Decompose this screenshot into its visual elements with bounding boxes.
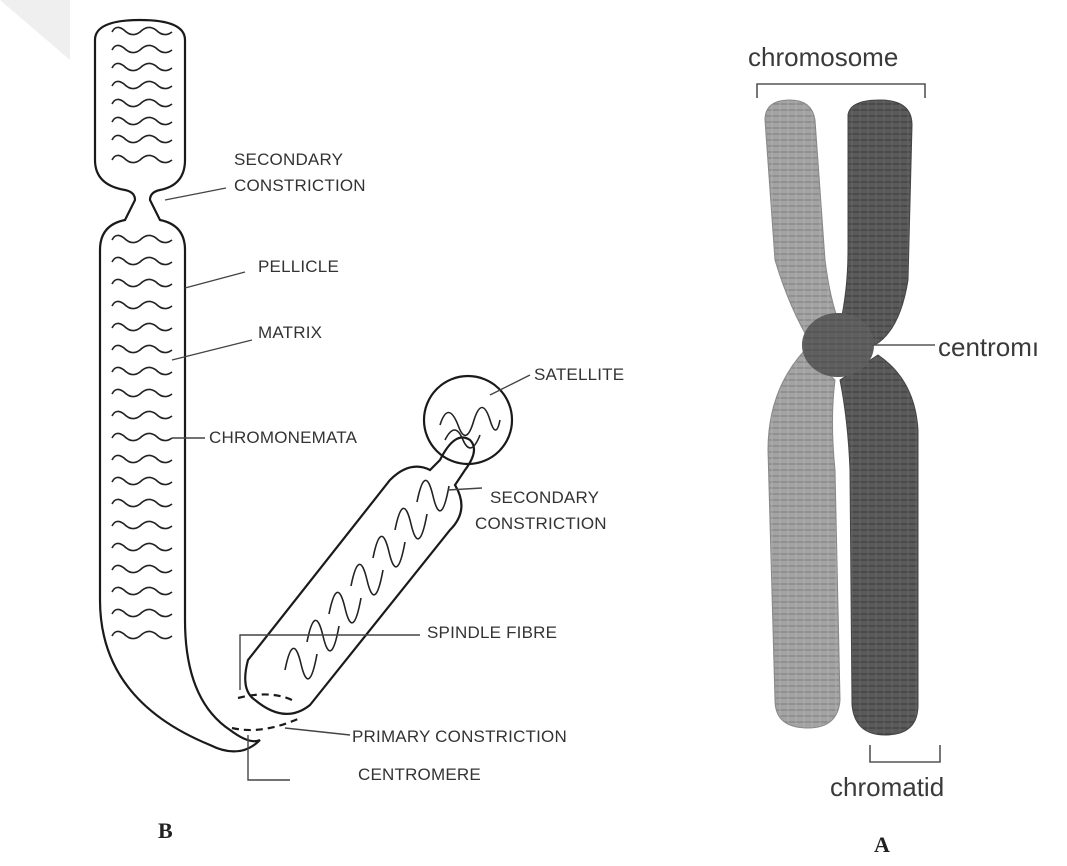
chromatid-right-lower bbox=[840, 355, 918, 735]
coil-segment bbox=[112, 45, 172, 52]
satellite-outline bbox=[424, 376, 512, 464]
label-secondary-constriction-right-1: SECONDARY bbox=[490, 488, 599, 508]
label-centromere-b: CENTROMERE bbox=[358, 765, 481, 785]
coil-segment bbox=[112, 455, 172, 462]
coil-segment bbox=[112, 433, 172, 440]
label-secondary-constriction-top-2: CONSTRICTION bbox=[234, 176, 366, 196]
coil-segment bbox=[112, 345, 172, 352]
centromere-dash-2 bbox=[238, 694, 292, 700]
label-satellite: SATELLITE bbox=[534, 365, 624, 385]
coil-segment bbox=[112, 235, 172, 242]
coil-segment bbox=[112, 279, 172, 286]
label-pellicle: PELLICLE bbox=[258, 257, 339, 277]
coil-segment bbox=[112, 99, 172, 106]
coil-segment bbox=[112, 257, 172, 264]
coil-segment bbox=[395, 508, 427, 538]
coil-segment bbox=[417, 480, 449, 510]
coil-segment bbox=[112, 63, 172, 70]
leader-lines-b bbox=[165, 188, 530, 780]
chromonemata-coils-long bbox=[112, 27, 172, 638]
coil-segment bbox=[112, 499, 172, 506]
long-arm-outline bbox=[95, 20, 260, 751]
label-chromatid: chromatid bbox=[830, 772, 944, 802]
panel-letter-b: B bbox=[158, 818, 173, 844]
label-secondary-constriction-right-2: CONSTRICTION bbox=[475, 514, 607, 534]
coil-segment bbox=[112, 477, 172, 484]
leader-secondary-constriction-top bbox=[165, 188, 226, 200]
coil-segment bbox=[112, 587, 172, 594]
chromonemata-coils-satellite bbox=[440, 408, 500, 448]
coil-segment bbox=[112, 565, 172, 572]
label-chromosome: chromosome bbox=[748, 42, 898, 72]
bracket-chromosome bbox=[757, 84, 925, 98]
chromosome-photo-a bbox=[757, 84, 940, 762]
leader-secondary-constriction-right bbox=[448, 488, 482, 490]
short-arm-outline bbox=[245, 438, 474, 714]
chromatid-left-lower bbox=[768, 350, 840, 728]
label-matrix: MATRIX bbox=[258, 323, 322, 343]
label-spindle-fibre: SPINDLE FIBRE bbox=[427, 623, 557, 643]
coil-segment bbox=[112, 301, 172, 308]
coil-segment bbox=[112, 631, 172, 638]
coil-segment bbox=[112, 543, 172, 550]
coil-segment bbox=[112, 117, 172, 124]
coil-segment bbox=[112, 135, 172, 142]
coil-segment bbox=[112, 411, 172, 418]
coil-segment bbox=[285, 648, 317, 678]
label-primary-constriction: PRIMARY CONSTRICTION bbox=[352, 727, 567, 747]
bracket-chromatid bbox=[870, 745, 940, 762]
coil-segment bbox=[112, 521, 172, 528]
label-centromere-a: centromı bbox=[938, 332, 1039, 362]
corner-shade bbox=[0, 0, 70, 60]
panel-letter-a: A bbox=[874, 832, 890, 858]
coil-segment bbox=[112, 155, 172, 162]
label-chromonemata: CHROMONEMATA bbox=[209, 428, 357, 448]
leader-primary-constriction bbox=[285, 728, 350, 735]
chromatid-right-upper bbox=[840, 100, 912, 345]
coil-segment bbox=[112, 367, 172, 374]
label-secondary-constriction-top-1: SECONDARY bbox=[234, 150, 343, 170]
coil-segment bbox=[112, 609, 172, 616]
chromatid-left-upper bbox=[765, 100, 840, 345]
coil-segment bbox=[373, 536, 405, 566]
coil-segment bbox=[112, 389, 172, 396]
coil-segment bbox=[112, 323, 172, 330]
leader-pellicle bbox=[185, 272, 245, 288]
coil-segment bbox=[112, 81, 172, 88]
coil-segment bbox=[112, 27, 172, 34]
coil-segment bbox=[329, 592, 361, 622]
coil-segment bbox=[351, 564, 383, 594]
